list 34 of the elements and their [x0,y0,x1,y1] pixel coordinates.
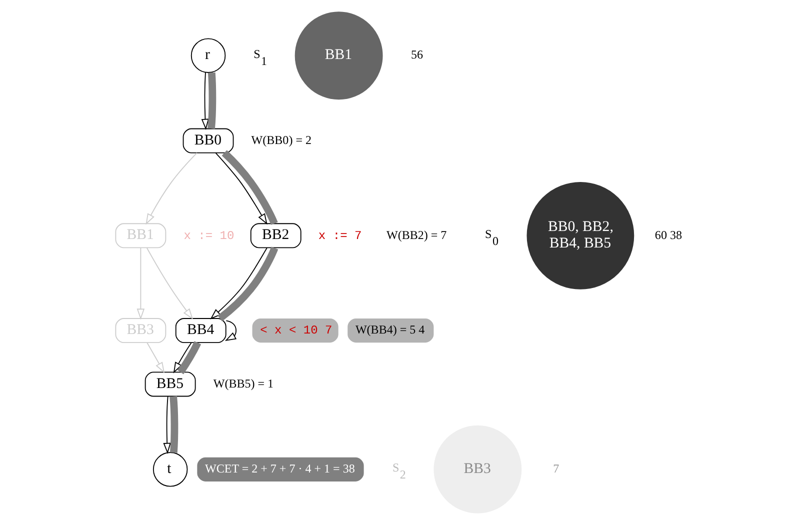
connector [218,246,278,322]
node-circle: BB0, BB2, BB4, BB5 [526,182,634,290]
node-label: W(BB2) = 7 [386,228,447,242]
node-label: W(BB5) = 1 [213,376,274,390]
connector [170,396,178,453]
node-box: BB2 [250,223,302,248]
arrow [173,342,192,374]
arrow [201,72,210,130]
node-label: W(BB0) = 2 [251,132,312,147]
node-label: W(BB4) = 5 4 [355,322,425,337]
arrow [224,320,237,342]
connector [222,150,278,225]
arrow [146,248,194,320]
arrow [215,152,268,225]
node-label: < x < 10 7 [260,324,332,338]
node-circle: t [152,452,188,487]
node-circle: BB1 [294,12,383,100]
node-circle: r [190,38,226,73]
node-label: 60 38 [654,228,682,242]
arrow [146,152,198,225]
node-box: BB0 [182,128,234,154]
node-box: BB5 [144,372,196,397]
node-box: BB4 [175,318,226,344]
connector [208,72,216,129]
node-label: WCET = 2 + 7 + 7 · 4 + 1 = 38 [205,462,355,476]
arrow [146,342,165,374]
connector [177,341,202,374]
node-label: x := 10 [184,228,234,243]
arrow [136,248,145,320]
node-label: 56 [411,48,424,62]
arrow [163,396,171,454]
arrow [210,248,268,320]
node-label: 7 [553,462,560,476]
node-label: x := 7 [318,228,362,243]
